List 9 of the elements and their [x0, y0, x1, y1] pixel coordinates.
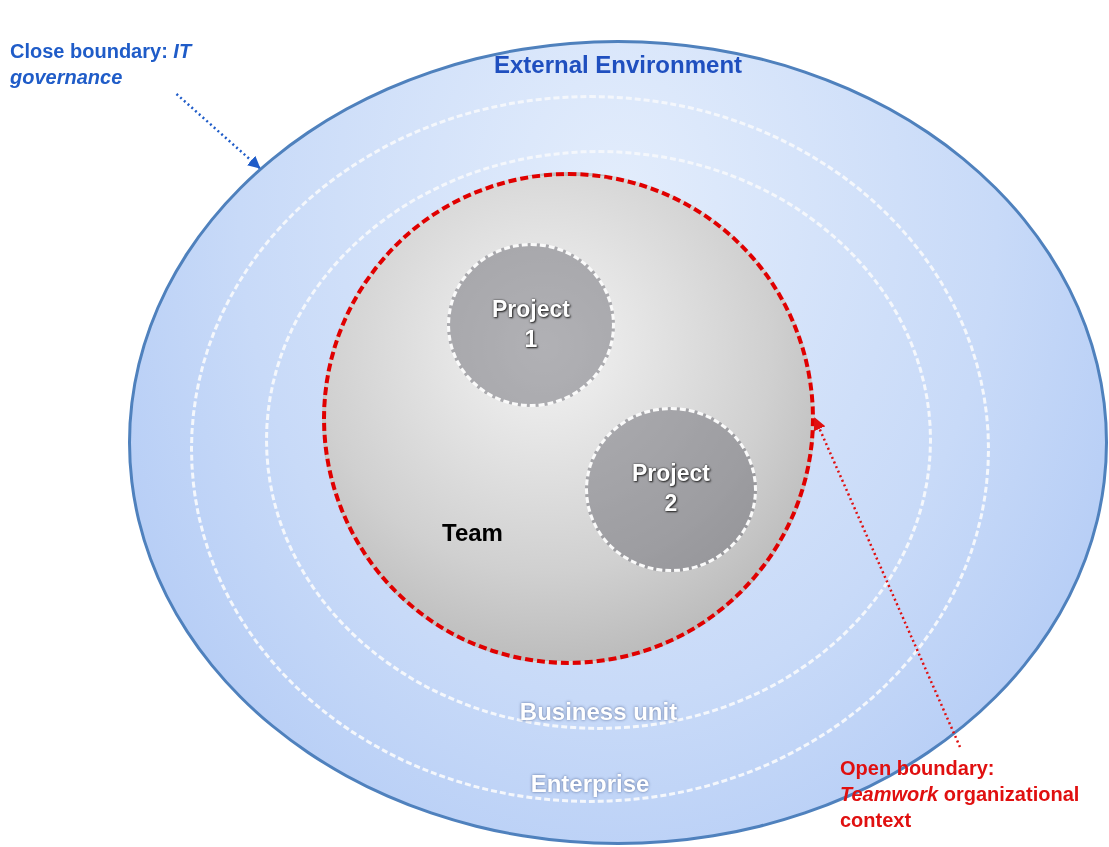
region-label: Enterprise — [530, 770, 650, 798]
leader-arrow — [175, 93, 261, 169]
region-label: Team — [442, 519, 503, 547]
region-label: Project 2 — [631, 459, 711, 518]
region-label: External Environment — [493, 51, 743, 79]
region-label: Project 1 — [491, 295, 571, 354]
boundary-ellipse — [265, 150, 932, 730]
callout-text: Close boundary: IT governance — [10, 38, 195, 90]
region-label: Business unit — [519, 698, 678, 726]
